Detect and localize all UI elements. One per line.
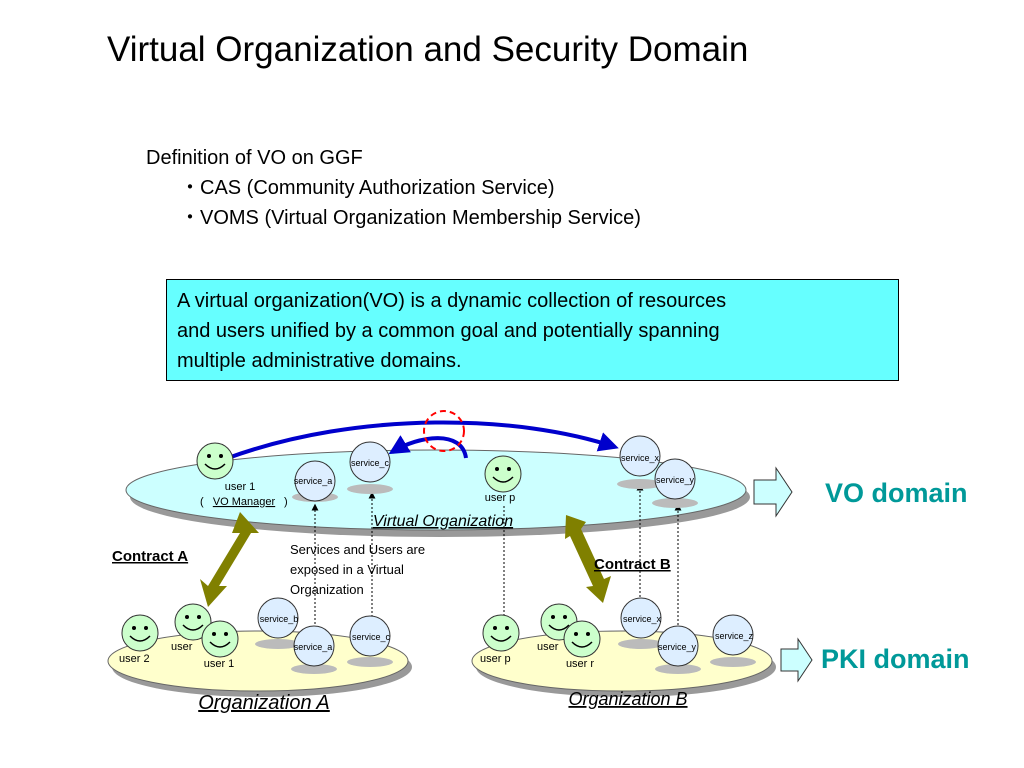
vo-domain-label: VO domain — [825, 478, 968, 508]
org-a-service-a-shadow — [291, 664, 337, 674]
pki-domain-arrow — [780, 637, 813, 683]
org-a-user-hidden-label: user — [171, 641, 193, 653]
vo-manager-label: VO Manager — [213, 496, 276, 508]
vo-domain-arrow — [753, 466, 793, 518]
org-b-service-y-label: service_y — [658, 642, 697, 652]
org-a-service-c-shadow — [347, 657, 393, 667]
org-b-service-x-label: service_x — [623, 614, 662, 624]
page-title: Virtual Organization and Security Domain — [107, 30, 749, 69]
org-b-user-p-label: user p — [480, 653, 511, 665]
definition-box-line-2: and users unified by a common goal and p… — [177, 320, 720, 342]
org-b-service-x-shadow — [618, 639, 664, 649]
org-a-service-a-label: service_a — [294, 642, 333, 652]
pki-domain-label: PKI domain — [821, 644, 970, 674]
vo-user-p-smiley — [484, 455, 522, 493]
vo-service-y-node — [654, 458, 696, 500]
org-a-user1-label: user 1 — [204, 658, 235, 670]
org-a-user1-smiley — [201, 620, 239, 658]
vo-service-y-shadow — [652, 498, 698, 508]
exposed-note-line-2: exposed in a Virtual — [290, 562, 404, 577]
contract-b-arrow — [565, 515, 611, 603]
org-b-service-y-shadow — [655, 664, 701, 674]
org-b-user-hidden-label: user — [537, 641, 559, 653]
blue-arc-long — [227, 420, 619, 460]
definition-item-voms: ・VOMS (Virtual Organization Membership S… — [180, 207, 641, 229]
org-a-user2-smiley — [121, 614, 159, 652]
org-a-service-b-label: service_b — [260, 614, 299, 624]
vo-user1-smiley — [196, 442, 234, 480]
vo-ellipse — [125, 449, 747, 531]
vo-service-a-label: service_a — [294, 476, 333, 486]
vo-user1-label: user 1 — [225, 481, 256, 493]
vo-user-p-label: user p — [485, 492, 516, 504]
org-a-service-c-node — [349, 615, 391, 657]
contract-a-arrow — [200, 512, 259, 607]
definition-item-cas: ・CAS (Community Authorization Service) — [180, 177, 555, 199]
definition-box-line-3: multiple administrative domains. — [177, 350, 462, 372]
org-b-user-r-label: user r — [566, 658, 594, 670]
vo-service-c-shadow — [347, 484, 393, 494]
vo-service-x-shadow — [617, 479, 663, 489]
org-b-service-x-node — [620, 597, 662, 639]
vo-service-c-node — [349, 441, 391, 483]
exposed-note-line-3: Organization — [290, 582, 364, 597]
vo-label: Virtual Organization — [373, 513, 513, 530]
org-b-user-p-smiley — [482, 614, 520, 652]
org-b-user-r-smiley — [563, 620, 601, 658]
org-b-service-z-label: service_z — [715, 631, 754, 641]
org-a-service-b-node — [257, 597, 299, 639]
org-b-service-z-node — [712, 614, 754, 656]
vo-service-y-label: service_y — [656, 475, 695, 485]
vo-paren-left: ( — [200, 496, 204, 508]
org-a-service-a-node — [293, 625, 335, 667]
org-b-service-z-shadow — [710, 657, 756, 667]
org-a-service-b-shadow — [255, 639, 301, 649]
definition-list: Definition of VO on GGF ・CAS (Community … — [146, 143, 641, 233]
vo-service-x-label: service_x — [621, 453, 660, 463]
contract-b-label: Contract B — [594, 556, 671, 573]
org-a-label: Organization A — [198, 692, 330, 714]
org-b-label: Organization B — [568, 689, 687, 709]
vo-service-a-node — [294, 460, 336, 502]
dashed-highlight-circle — [423, 410, 465, 452]
contract-a-label: Contract A — [112, 548, 188, 565]
vo-service-x-node — [619, 435, 661, 477]
definition-box: A virtual organization(VO) is a dynamic … — [166, 279, 899, 381]
definition-heading: Definition of VO on GGF — [146, 147, 363, 169]
exposed-note-line-1: Services and Users are — [290, 542, 425, 557]
blue-arc-short — [388, 435, 468, 459]
vo-service-c-label: service_c — [351, 458, 390, 468]
vo-paren-right: ) — [284, 496, 288, 508]
org-a-service-c-label: service_c — [352, 632, 391, 642]
definition-box-line-1: A virtual organization(VO) is a dynamic … — [177, 290, 727, 312]
org-a-user2-label: user 2 — [119, 653, 150, 665]
org-b-service-y-node — [657, 625, 699, 667]
